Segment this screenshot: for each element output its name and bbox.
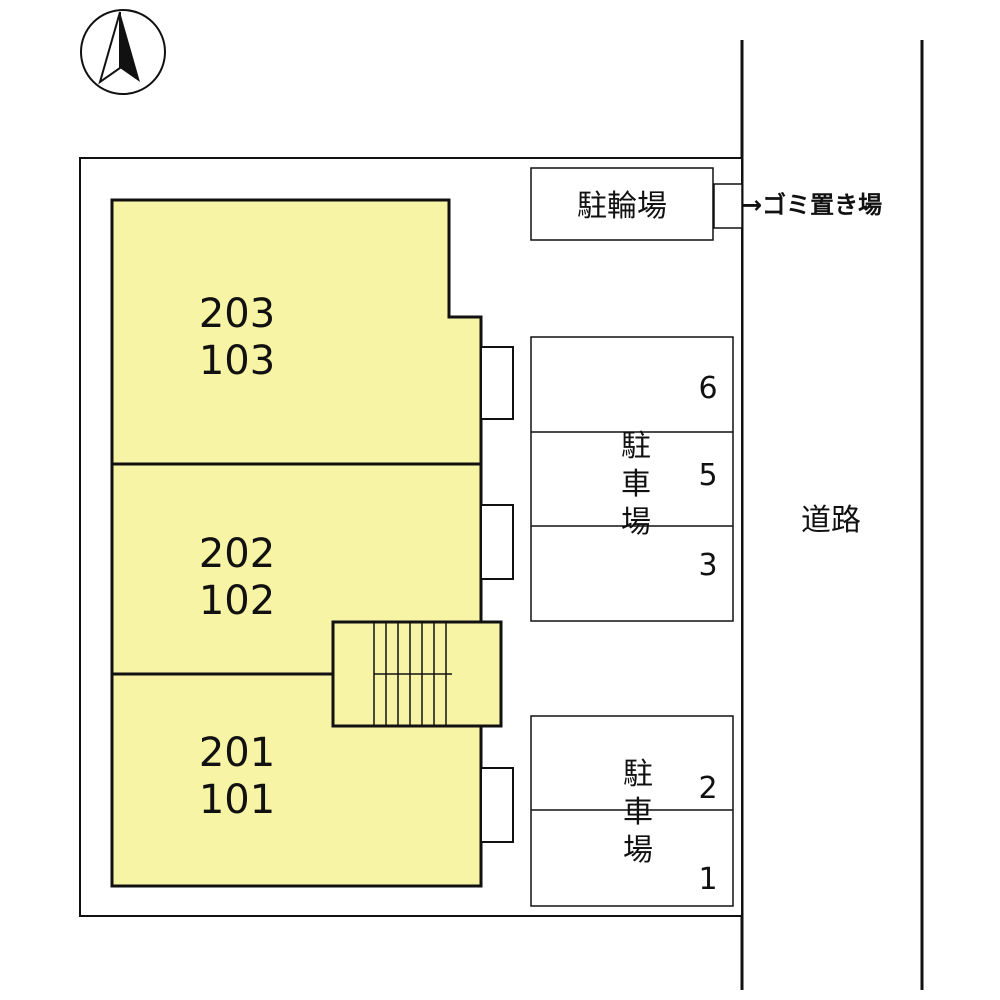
parking-upper-char-2: 車	[621, 467, 651, 502]
parking-space-5: 5	[698, 458, 717, 493]
balcony-202	[480, 504, 514, 580]
unit-label-203: 203	[199, 291, 275, 337]
parking-space-2: 2	[698, 771, 717, 806]
unit-label-202: 202	[199, 531, 275, 577]
parking-upper-char-3: 場	[621, 505, 651, 540]
unit-label-201: 201	[199, 730, 275, 776]
balcony-203	[480, 346, 514, 420]
north-arrow-icon	[80, 9, 166, 95]
building-unit-203-103	[110, 198, 483, 466]
bicycle-parking-label: 駐輪場	[577, 189, 667, 224]
parking-upper-char-1: 駐	[621, 429, 651, 464]
road-label: 道路	[801, 503, 861, 538]
unit-label-101: 101	[199, 777, 275, 823]
garbage-area-label: →ゴミ置き場	[742, 191, 882, 219]
parking-lot-upper	[530, 336, 734, 622]
parking-lot-lower	[530, 715, 734, 907]
parking-space-6: 6	[698, 371, 717, 406]
unit-label-102: 102	[199, 578, 275, 624]
parking-space-1: 1	[698, 862, 717, 897]
unit-label-103: 103	[199, 338, 275, 384]
bicycle-parking-area	[530, 167, 714, 241]
parking-lower-char-2: 車	[623, 795, 653, 830]
garbage-area	[713, 183, 743, 229]
balcony-201	[480, 767, 514, 843]
staircase	[331, 620, 503, 728]
parking-lower-char-3: 場	[623, 833, 653, 868]
parking-lower-char-1: 駐	[623, 757, 653, 792]
parking-space-3: 3	[698, 548, 717, 583]
